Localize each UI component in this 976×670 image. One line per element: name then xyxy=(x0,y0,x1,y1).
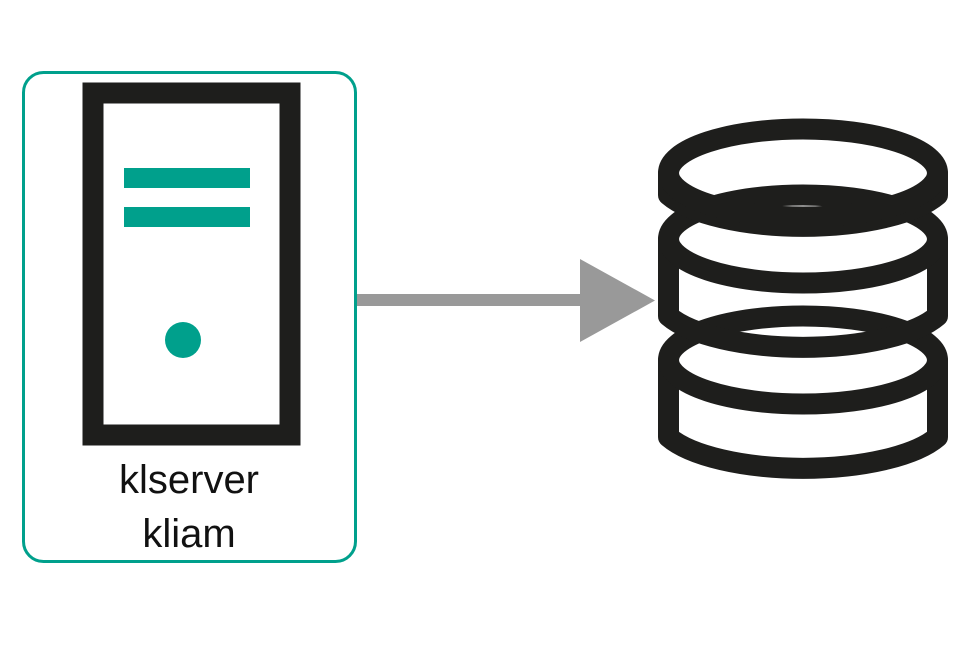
database-cylinder-icon xyxy=(658,118,948,479)
db-disc-top-rim xyxy=(658,118,948,228)
server-node-label-line1: klserver xyxy=(119,458,259,502)
server-tower-icon xyxy=(82,82,301,446)
server-status-bar-upper xyxy=(124,168,250,188)
server-tower-outer-frame xyxy=(82,82,301,446)
server-status-bar-lower xyxy=(124,207,250,227)
arrow-shape-icon[interactable] xyxy=(357,259,655,342)
db-disc-middle-rim xyxy=(658,184,948,294)
database-node[interactable] xyxy=(658,118,948,479)
db-disc-bottom-body xyxy=(658,349,948,479)
db-disc-bottom-rim xyxy=(658,305,948,415)
server-power-led-icon xyxy=(165,322,201,358)
server-node[interactable]: klserver kliam xyxy=(22,71,357,563)
server-to-database-arrow[interactable] xyxy=(357,259,655,342)
db-disc-middle-body xyxy=(658,228,948,358)
server-node-label-line2: kliam xyxy=(142,512,235,556)
